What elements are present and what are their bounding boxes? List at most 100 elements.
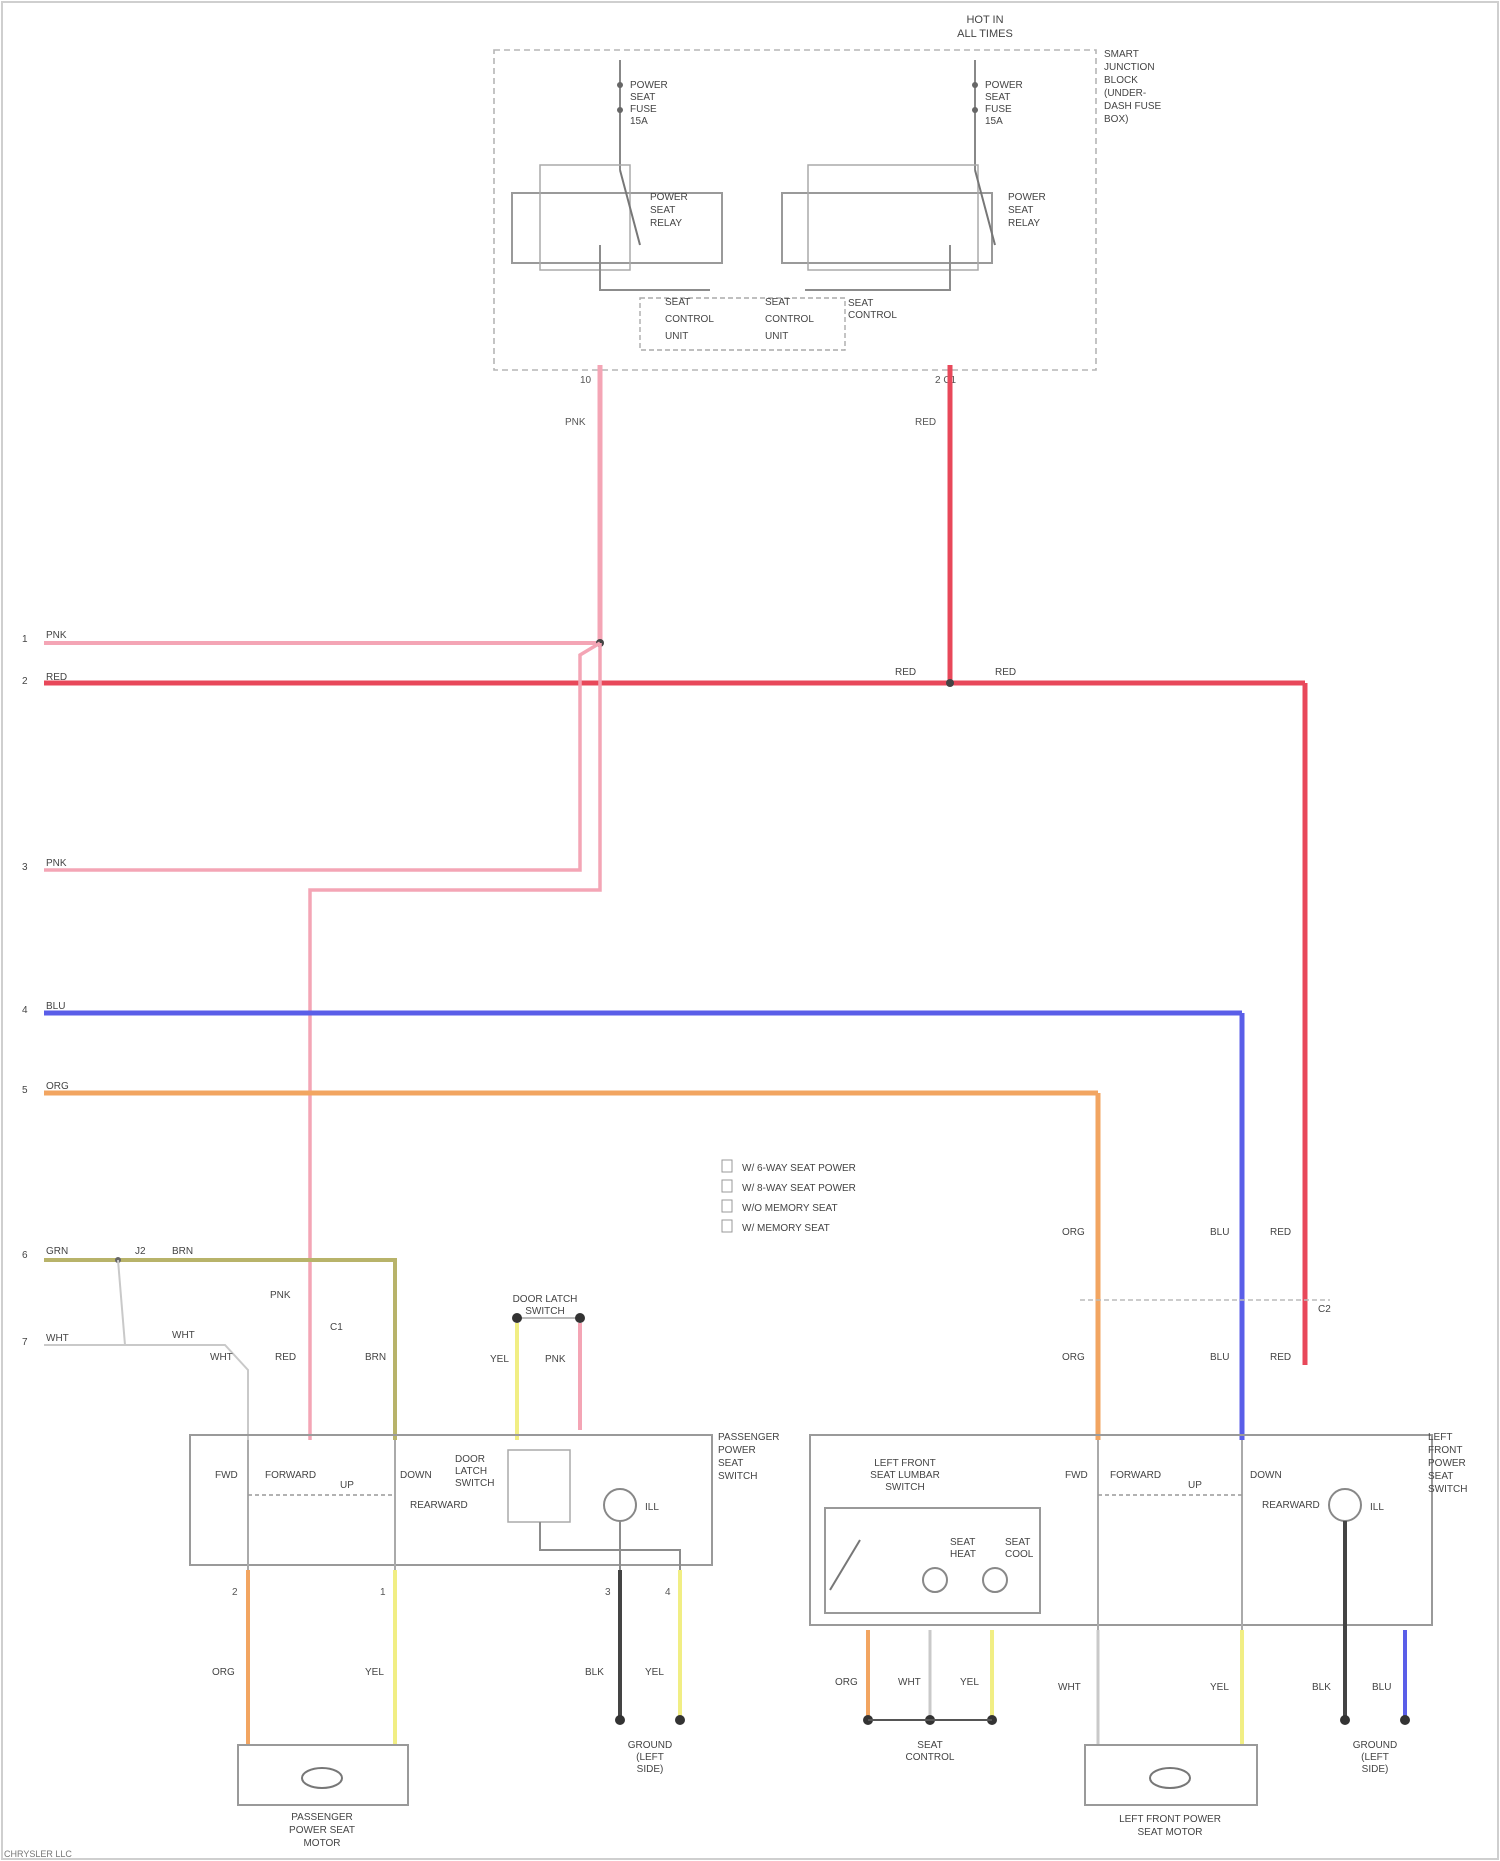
svg-text:6: 6 [22,1250,28,1261]
lumbar-motor-2-icon [983,1568,1007,1592]
legend-item-1: W/ 6-WAY SEAT POWER [742,1163,856,1174]
ls-latch-out [540,1522,680,1720]
lumbar-contact [830,1540,860,1590]
svg-text:LEFT FRONT POWER: LEFT FRONT POWER [1119,1814,1221,1825]
ls-sw5: REARWARD [410,1500,468,1511]
left-front-seat-switch-label: LEFT FRONT POWER SEAT SWITCH [1428,1432,1467,1495]
svg-text:BLU: BLU [46,1001,65,1012]
svg-text:POWER: POWER [985,80,1023,91]
svg-text:LEFT: LEFT [1428,1432,1452,1443]
legend-item-2: W/ 8-WAY SEAT POWER [742,1183,856,1194]
rs-sw5: REARWARD [1262,1500,1320,1511]
legend-item-4: W/ MEMORY SEAT [742,1223,830,1234]
left-col-wire-3: BRN [365,1352,386,1363]
svg-text:15A: 15A [985,116,1003,127]
passenger-motor-icon [302,1768,342,1788]
svg-text:SWITCH: SWITCH [885,1482,924,1493]
svg-text:ORG: ORG [46,1081,69,1092]
left-col-wire-1: WHT [210,1352,233,1363]
door-wire-pnk: PNK [545,1354,566,1365]
svg-text:BLU: BLU [1210,1352,1229,1363]
legend-item-3: W/O MEMORY SEAT [742,1203,838,1214]
svg-text:DASH FUSE: DASH FUSE [1104,101,1162,112]
junction-block-label: SMART JUNCTION BLOCK (UNDER- DASH FUSE B… [1104,49,1162,125]
ls-latch-label: DOOR LATCH SWITCH [455,1454,494,1489]
svg-text:15A: 15A [630,116,648,127]
svg-text:C2: C2 [1318,1304,1331,1315]
left-front-motor-box [1085,1745,1257,1805]
svg-text:SEAT LUMBAR: SEAT LUMBAR [870,1470,940,1481]
svg-text:4: 4 [22,1005,28,1016]
svg-text:ORG: ORG [1062,1352,1085,1363]
left-front-motor-label: LEFT FRONT POWER SEAT MOTOR [1119,1814,1221,1838]
svg-text:SEAT: SEAT [665,297,690,308]
svg-text:COOL: COOL [1005,1549,1034,1560]
svg-text:LEFT FRONT: LEFT FRONT [874,1458,935,1469]
top-wire-label-left: PNK [565,417,586,428]
door-wire-yel: YEL [490,1354,509,1365]
svg-text:WHT: WHT [1058,1682,1081,1693]
door-latch-term-right [575,1313,585,1323]
svg-text:HEAT: HEAT [950,1549,976,1560]
rs-sw3: UP [1188,1480,1202,1491]
svg-text:SMART: SMART [1104,49,1139,60]
rs-lamp-label: ILL [1370,1502,1384,1513]
svg-text:GROUND: GROUND [628,1740,672,1751]
bl-pin-4: 4 [665,1587,671,1598]
svg-text:SEAT: SEAT [650,205,675,216]
svg-text:RED: RED [1270,1352,1291,1363]
rs-sw2: FORWARD [1110,1470,1161,1481]
left-col-top-c: C1 [330,1322,343,1333]
bl-pin-1: 2 [232,1587,238,1598]
fuse-left-term [617,82,623,88]
left-col-top-pnk: PNK [270,1290,291,1301]
svg-text:POWER: POWER [630,80,668,91]
svg-text:JUNCTION: JUNCTION [1104,62,1155,73]
svg-text:SEAT: SEAT [1008,205,1033,216]
svg-text:BLU: BLU [1210,1227,1229,1238]
right-ground-term-1 [1340,1715,1350,1725]
svg-text:PASSENGER: PASSENGER [291,1812,353,1823]
bl-pin-3: 3 [605,1587,611,1598]
svg-text:SEAT: SEAT [950,1537,975,1548]
svg-text:DOOR LATCH: DOOR LATCH [513,1294,578,1305]
right-ground-label: GROUND (LEFT SIDE) [1353,1740,1397,1775]
control-unit-right-label: SEAT CONTROL UNIT [765,297,814,342]
relay-left-box [512,193,722,263]
svg-text:UNIT: UNIT [665,331,688,342]
relay-left-to-cu [600,245,710,290]
svg-text:SWITCH: SWITCH [718,1471,757,1482]
svg-text:POWER: POWER [1008,192,1046,203]
svg-text:POWER: POWER [1428,1458,1466,1469]
svg-text:YEL: YEL [1210,1682,1229,1693]
svg-text:POWER: POWER [718,1445,756,1456]
legend-key-1 [722,1160,732,1172]
red-label-b: RED [995,667,1016,678]
lumbar-motor-1-icon [923,1568,947,1592]
svg-text:BLK: BLK [1312,1682,1331,1693]
svg-text:ORG: ORG [1062,1227,1085,1238]
svg-text:CONTROL: CONTROL [765,314,814,325]
svg-text:FUSE: FUSE [985,104,1012,115]
lumbar-m1-label: SEAT HEAT [950,1537,976,1560]
rs-sw1: FWD [1065,1470,1088,1481]
svg-text:SIDE): SIDE) [637,1764,664,1775]
svg-text:YEL: YEL [960,1677,979,1688]
svg-text:PASSENGER: PASSENGER [718,1432,780,1443]
fuse-right-label: POWER SEAT FUSE 15A [985,80,1023,127]
j2-label: J2 [135,1246,146,1257]
ls-latch-box [508,1450,570,1522]
svg-text:3: 3 [22,862,28,873]
svg-text:MOTOR: MOTOR [303,1838,340,1849]
svg-text:RED: RED [1270,1227,1291,1238]
relay-left-coil [540,165,630,270]
title-line2: ALL TIMES [957,28,1013,40]
relay-right-box [782,193,992,263]
pink-wire-down-left [310,643,600,1440]
svg-text:RELAY: RELAY [650,218,682,229]
rs-sw4: DOWN [1250,1470,1282,1481]
svg-text:SEAT: SEAT [985,92,1010,103]
svg-text:FRONT: FRONT [1428,1445,1462,1456]
ls-lamp-label: ILL [645,1502,659,1513]
